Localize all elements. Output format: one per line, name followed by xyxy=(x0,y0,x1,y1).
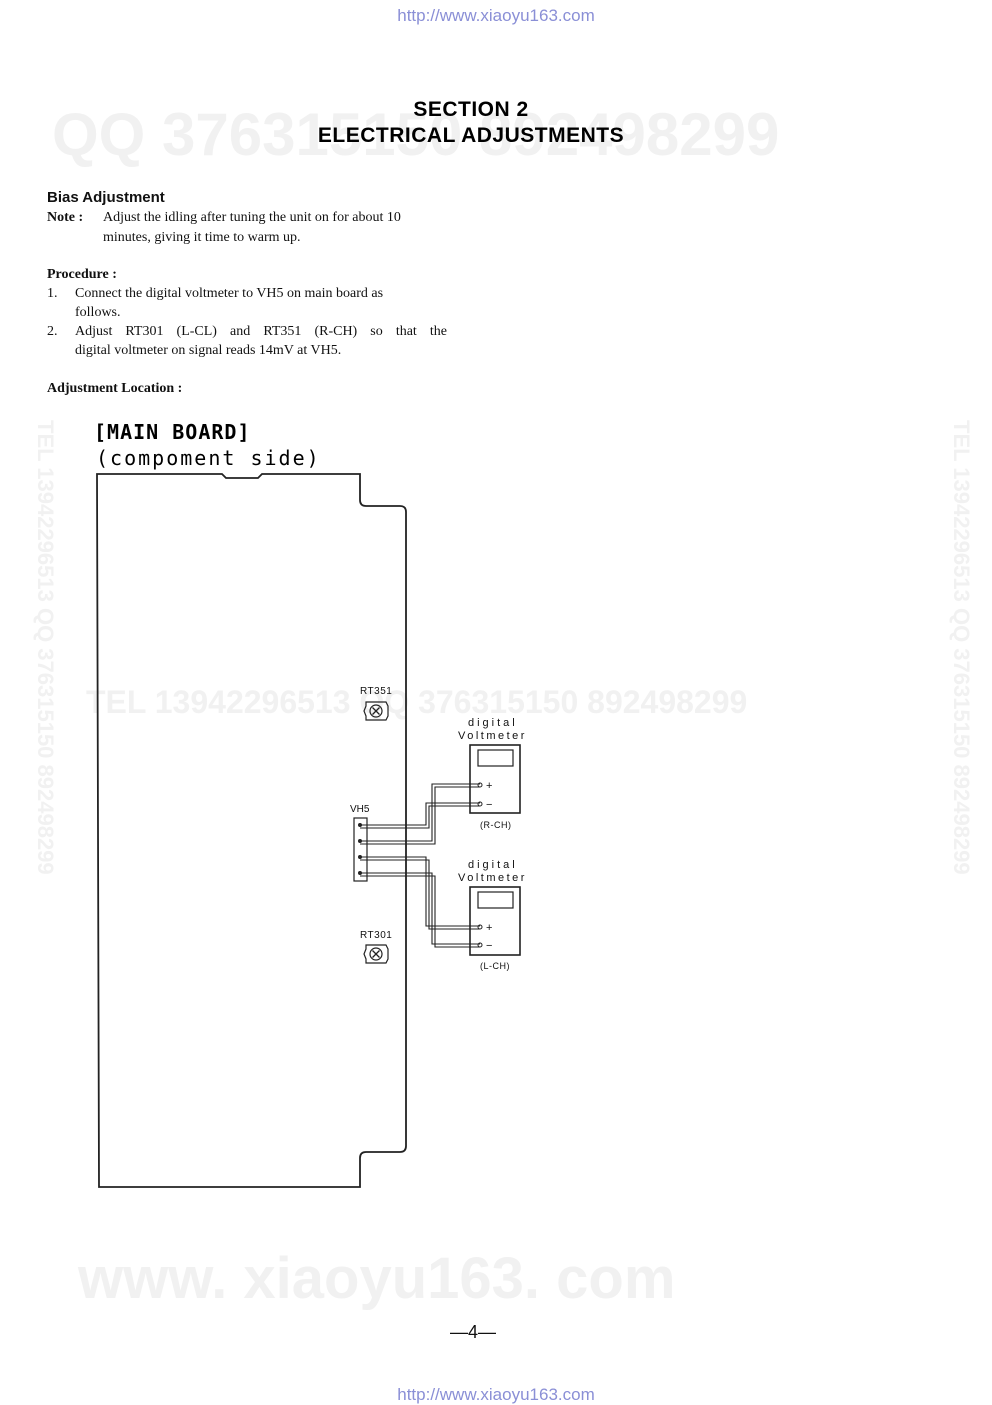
meter-l-body xyxy=(469,886,521,956)
rt351-label: RT351 xyxy=(360,686,392,697)
meter-l-channel: (L-CH) xyxy=(480,961,510,971)
step-1-line-1: Connect the digital voltmeter to VH5 on … xyxy=(75,286,384,301)
step-2-line-1: Adjust RT301 (L-CL) and RT351 (R-CH) so … xyxy=(75,324,447,339)
meter-r-plus: + xyxy=(486,780,492,792)
meter-r-body xyxy=(469,744,521,814)
meter-r-plus-terminal xyxy=(477,782,483,788)
rt351-trimmer-icon xyxy=(363,701,389,721)
rt301-trimmer-icon xyxy=(363,944,389,964)
watermark-top: QQ 376315150 892498299 xyxy=(52,101,780,168)
step-2-number: 2. xyxy=(47,324,58,339)
watermark-left-vertical: TEL 13942296513 QQ 376315150 892498299 xyxy=(33,420,58,875)
meter-l-minus-terminal xyxy=(477,942,483,948)
step-1-number: 1. xyxy=(47,286,58,301)
step-2-line-2: digital voltmeter on signal reads 14mV a… xyxy=(75,343,342,358)
meter-l-plus: + xyxy=(486,922,492,934)
meter-l-label-2: Voltmeter xyxy=(458,872,527,884)
section-title: ELECTRICAL ADJUSTMENTS xyxy=(317,124,625,147)
location-heading: Adjustment Location : xyxy=(47,381,183,396)
note-line-1: Adjust the idling after tuning the unit … xyxy=(103,210,401,225)
watermark-right-vertical: TEL 13942296513 QQ 376315150 892498299 xyxy=(949,420,974,875)
rt301-label: RT301 xyxy=(360,930,392,941)
wires xyxy=(360,783,480,948)
section-number: SECTION 2 xyxy=(413,98,529,121)
voltmeter-r-ch: digital Voltmeter + − (R-CH) xyxy=(458,717,527,830)
vh5-pins xyxy=(358,823,362,875)
board-subtitle: (compoment side) xyxy=(96,446,321,470)
vh5-connector xyxy=(353,817,368,882)
note-line-2: minutes, giving it time to warm up. xyxy=(103,230,301,245)
watermark-bottom: www. xiaoyu163. com xyxy=(78,1246,676,1311)
meter-r-display xyxy=(477,749,514,767)
meter-l-plus-terminal xyxy=(477,924,483,930)
meter-r-channel: (R-CH) xyxy=(480,820,512,830)
step-1-line-2: follows. xyxy=(75,305,121,320)
header-url[interactable]: http://www.xiaoyu163.com xyxy=(397,6,595,25)
bias-heading: Bias Adjustment xyxy=(47,189,165,206)
meter-r-minus: − xyxy=(486,799,492,811)
main-board-outline xyxy=(96,473,407,1188)
meter-r-label-1: digital xyxy=(468,717,518,729)
note-label: Note : xyxy=(47,210,84,225)
meter-r-minus-terminal xyxy=(477,801,483,807)
page-number: —4— xyxy=(449,1322,496,1342)
voltmeter-l-ch: digital Voltmeter + − (L-CH) xyxy=(458,859,527,971)
vh5-label: VH5 xyxy=(350,804,370,815)
procedure-heading: Procedure : xyxy=(47,267,117,282)
meter-l-label-1: digital xyxy=(468,859,518,871)
footer-url[interactable]: http://www.xiaoyu163.com xyxy=(397,1385,595,1404)
meter-l-display xyxy=(477,891,514,909)
meter-r-label-2: Voltmeter xyxy=(458,730,527,742)
meter-l-minus: − xyxy=(486,940,492,952)
watermark-middle: TEL 13942296513 QQ 376315150 892498299 xyxy=(86,684,748,720)
board-title: [MAIN BOARD] xyxy=(94,420,251,444)
